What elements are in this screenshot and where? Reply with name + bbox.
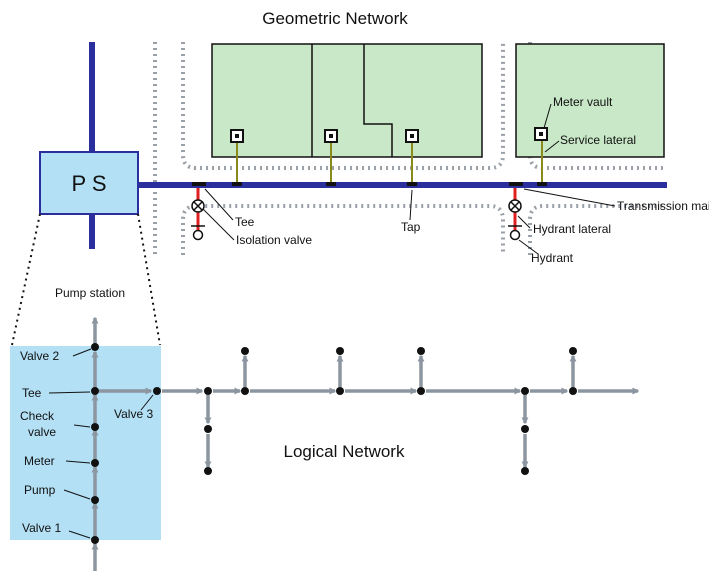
parcel-block-left [211, 43, 483, 158]
junction-node [91, 496, 99, 504]
valve-3-label: Valve 3 [114, 407, 153, 421]
meter-vault-icon [230, 129, 244, 143]
junction-node [336, 387, 344, 395]
junction-node [521, 387, 529, 395]
junction-node [91, 387, 99, 395]
valve-2-label: Valve 2 [20, 349, 59, 363]
meter-vault-icon [324, 129, 338, 143]
junction-node [569, 387, 577, 395]
logical-network-title: Logical Network [284, 442, 405, 461]
tap-label: Tap [401, 220, 421, 234]
junction-node [204, 387, 212, 395]
junction-node [153, 387, 161, 395]
check-valve-label-line1: Check [20, 409, 55, 423]
logical-callout-lines [48, 348, 154, 539]
isolation-valve-icon [191, 199, 205, 213]
hydrant-icon [508, 225, 522, 241]
junction-node [521, 425, 529, 433]
isolation-valve-label: Isolation valve [236, 233, 312, 247]
pump-label: Pump [24, 483, 56, 497]
expansion-lines [11, 213, 161, 346]
tap-markers [192, 182, 547, 186]
hydrant-icon [191, 225, 205, 241]
junction-node [336, 347, 344, 355]
geometric-network-title: Geometric Network [262, 9, 408, 28]
service-laterals [236, 140, 543, 184]
service-lateral-label: Service lateral [560, 133, 636, 147]
callout-lines [202, 103, 616, 255]
transmission-main-label: Transmission main [617, 199, 709, 213]
junction-node [204, 467, 212, 475]
meter-vault-icon [405, 129, 419, 143]
junction-node [91, 459, 99, 467]
check-valve-label-line2: valve [28, 425, 56, 439]
meter-vault-label: Meter vault [553, 95, 613, 109]
pump-station-detail-panel [10, 346, 161, 540]
meter-vault-icon [534, 127, 548, 141]
junction-node [91, 423, 99, 431]
junction-node [91, 343, 99, 351]
pump-station-caption: Pump station [55, 286, 125, 300]
logical-edges [91, 316, 640, 571]
junction-node [417, 387, 425, 395]
valve-1-label: Valve 1 [22, 521, 61, 535]
hydrant-lateral-label: Hydrant lateral [533, 222, 611, 236]
junction-node [241, 387, 249, 395]
junction-node [91, 536, 99, 544]
junction-node [204, 425, 212, 433]
meter-vaults [230, 127, 548, 143]
pump-station-label: P S [71, 171, 106, 196]
logical-junctions [91, 343, 577, 544]
tee-label: Tee [235, 215, 255, 229]
isolation-valve-icon [508, 199, 522, 213]
parcels [211, 43, 665, 158]
junction-node [569, 347, 577, 355]
junction-node [417, 347, 425, 355]
junction-node [521, 467, 529, 475]
tee-logical-label: Tee [22, 386, 42, 400]
meter-label: Meter [24, 454, 55, 468]
pump-station-box [39, 151, 139, 215]
junction-node [241, 347, 249, 355]
hydrant-label: Hydrant [531, 251, 574, 265]
